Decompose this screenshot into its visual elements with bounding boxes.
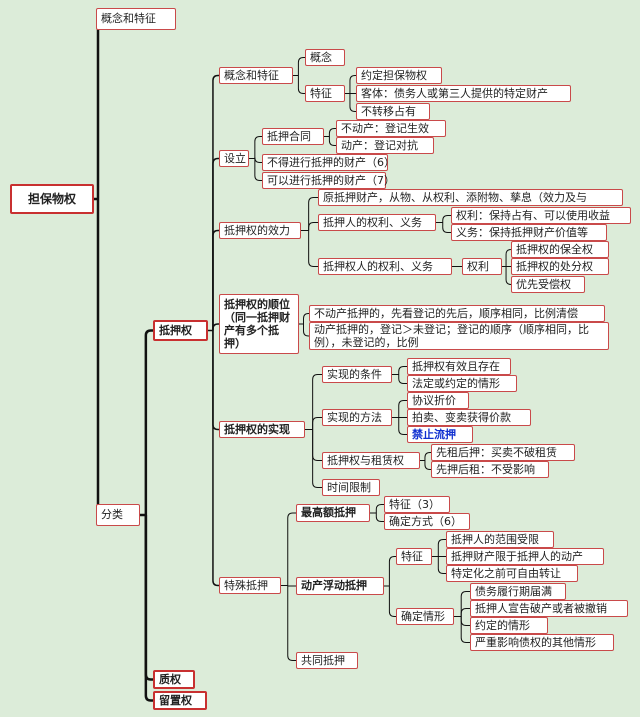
node-cond1[interactable]: 抵押权有效且存在 — [407, 358, 511, 375]
node-conditions[interactable]: 实现的条件 — [322, 366, 392, 383]
node-lease[interactable]: 抵押权与租赁权 — [322, 452, 420, 469]
node-mortgage[interactable]: 抵押权 — [153, 320, 208, 341]
node-mortgagor[interactable]: 抵押人的权利、义务 — [318, 214, 436, 231]
node-dispose[interactable]: 抵押权的处分权 — [511, 258, 609, 275]
node-time[interactable]: 时间限制 — [322, 479, 380, 496]
node-right[interactable]: 权利：保持占有、可以使用收益 — [451, 207, 631, 224]
node-lease2[interactable]: 先押后租：不受影响 — [431, 461, 549, 478]
node-movable[interactable]: 动产：登记对抗 — [336, 137, 434, 154]
node-contract[interactable]: 抵押合同 — [262, 128, 324, 145]
node-mortgagee[interactable]: 抵押权人的权利、义务 — [318, 258, 452, 275]
node-meth2[interactable]: 拍卖、变卖获得价款 — [407, 409, 531, 426]
node-methods[interactable]: 实现的方法 — [322, 409, 392, 426]
node-maxamt[interactable]: 最高额抵押 — [296, 504, 370, 522]
node-feat1[interactable]: 约定担保物权 — [356, 67, 442, 84]
node-fl-feat[interactable]: 特征 — [396, 548, 432, 565]
node-fc4[interactable]: 严重影响债权的其他情形 — [470, 634, 614, 651]
node-establish[interactable]: 设立 — [219, 150, 249, 167]
node-immovable[interactable]: 不动产：登记生效 — [336, 120, 446, 137]
root-node[interactable]: 担保物权 — [10, 184, 94, 214]
node-classify[interactable]: 分类 — [96, 504, 140, 526]
node-concept-def[interactable]: 概念 — [305, 49, 345, 66]
node-fc1[interactable]: 债务履行期届满 — [470, 583, 566, 600]
node-max-way[interactable]: 确定方式（6） — [384, 513, 470, 530]
node-meth1[interactable]: 协议折价 — [407, 392, 469, 409]
node-realize[interactable]: 抵押权的实现 — [219, 421, 305, 438]
node-lien[interactable]: 留置权 — [153, 691, 207, 710]
node-ff2[interactable]: 抵押财产限于抵押人的动产 — [446, 548, 604, 565]
node-special[interactable]: 特殊抵押 — [219, 577, 281, 594]
node-pledge[interactable]: 质权 — [153, 670, 195, 689]
node-fc2[interactable]: 抵押人宣告破产或者被撤销 — [470, 600, 628, 617]
node-orig-prop[interactable]: 原抵押财产，从物、从权利、添附物、孳息（效力及与 — [318, 189, 623, 206]
node-rights[interactable]: 权利 — [462, 258, 502, 275]
node-order1[interactable]: 不动产抵押的，先看登记的先后，顺序相同，比例清偿 — [309, 305, 605, 322]
node-m-concept[interactable]: 概念和特征 — [219, 67, 293, 84]
node-order[interactable]: 抵押权的顺位 （同一抵押财产有多个抵押） — [219, 294, 301, 354]
node-concept-feat[interactable]: 特征 — [305, 85, 345, 102]
node-lease1[interactable]: 先租后押：买卖不破租赁 — [431, 444, 575, 461]
node-feat2[interactable]: 客体：债务人或第三人提供的特定财产 — [356, 85, 571, 102]
node-feat3[interactable]: 不转移占有 — [356, 103, 430, 120]
node-fc3[interactable]: 约定的情形 — [470, 617, 548, 634]
node-concept-top[interactable]: 概念和特征 — [96, 8, 176, 30]
node-priority[interactable]: 优先受偿权 — [511, 276, 585, 293]
node-meth3[interactable]: 禁止流押 — [407, 426, 473, 443]
node-duty[interactable]: 义务：保持抵押财产价值等 — [451, 224, 607, 241]
node-preserve[interactable]: 抵押权的保全权 — [511, 241, 609, 258]
node-order2[interactable]: 动产抵押的，登记＞未登记；登记的顺序（顺序相同，比例），未登记的，比例 — [309, 322, 609, 350]
node-max-feat[interactable]: 特征（3） — [384, 496, 450, 513]
node-effect[interactable]: 抵押权的效力 — [219, 222, 301, 239]
node-cond2[interactable]: 法定或约定的情形 — [407, 375, 517, 392]
node-floating[interactable]: 动产浮动抵押 — [296, 577, 384, 595]
node-cannot[interactable]: 不得进行抵押的财产（6） — [262, 154, 395, 171]
node-joint[interactable]: 共同抵押 — [296, 652, 358, 669]
node-can[interactable]: 可以进行抵押的财产（7） — [262, 172, 395, 189]
node-ff1[interactable]: 抵押人的范围受限 — [446, 531, 554, 548]
node-fl-case[interactable]: 确定情形 — [396, 608, 454, 625]
node-ff3[interactable]: 特定化之前可自由转让 — [446, 565, 578, 582]
